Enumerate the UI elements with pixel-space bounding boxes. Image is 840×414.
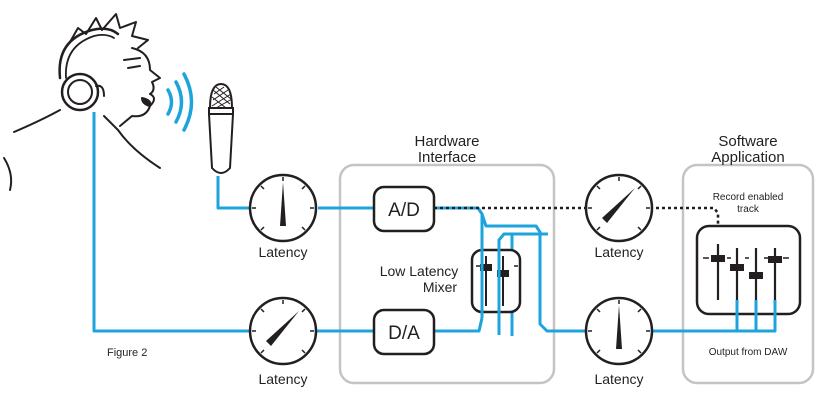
latency-gauge-4 (584, 296, 654, 366)
wire-ad-to-software (480, 213, 585, 333)
record-track-label-line2: track (737, 204, 760, 215)
mixer-fader-2 (497, 270, 509, 277)
latency-label-2: Latency (258, 371, 307, 387)
latency-gauge-2 (248, 296, 318, 366)
latency-label-4: Latency (594, 371, 643, 387)
latency-gauge-3 (584, 173, 654, 243)
da-label: D/A (388, 323, 420, 344)
wire-latency2-to-headphones (92, 112, 249, 333)
software-application-box (681, 163, 815, 385)
hardware-title-line1: Hardware (414, 133, 479, 150)
daw-output-wires (735, 300, 777, 331)
microphone-icon (207, 82, 235, 174)
ad-label: A/D (388, 200, 420, 221)
daw-mixer-panel (695, 224, 802, 316)
mixer-label-line2: Mixer (423, 279, 458, 295)
mixer-label-line1: Low Latency (380, 263, 459, 279)
low-latency-mixer (470, 248, 522, 314)
wire-mixer-to-da (434, 317, 484, 333)
mixer-fader-1 (480, 264, 492, 271)
hardware-title-line2: Interface (418, 149, 476, 166)
latency-gauge-1 (248, 173, 318, 243)
record-track-fader (711, 255, 725, 262)
daw-fader-2 (730, 264, 744, 271)
da-converter: D/A (372, 308, 436, 356)
voice-waves-icon (166, 72, 194, 132)
daw-fader-4 (768, 256, 782, 263)
singer-with-headphones-icon (3, 13, 161, 191)
latency-label-3: Latency (594, 244, 643, 260)
software-title-line1: Software (718, 133, 777, 150)
daw-output-label: Output from DAW (709, 347, 788, 358)
mixer-wire-overlay (480, 240, 501, 318)
ad-converter: A/D (372, 185, 436, 233)
wire-mic-to-latency1 (216, 176, 249, 210)
dotted-path-ad-to-track (434, 206, 720, 232)
figure-label: Figure 2 (107, 347, 147, 359)
latency-label-1: Latency (258, 244, 307, 260)
hardware-interface-box (338, 163, 556, 385)
daw-fader-3 (749, 272, 763, 279)
record-track-label-line1: Record enabled (713, 192, 784, 203)
software-title-line2: Application (711, 149, 784, 166)
